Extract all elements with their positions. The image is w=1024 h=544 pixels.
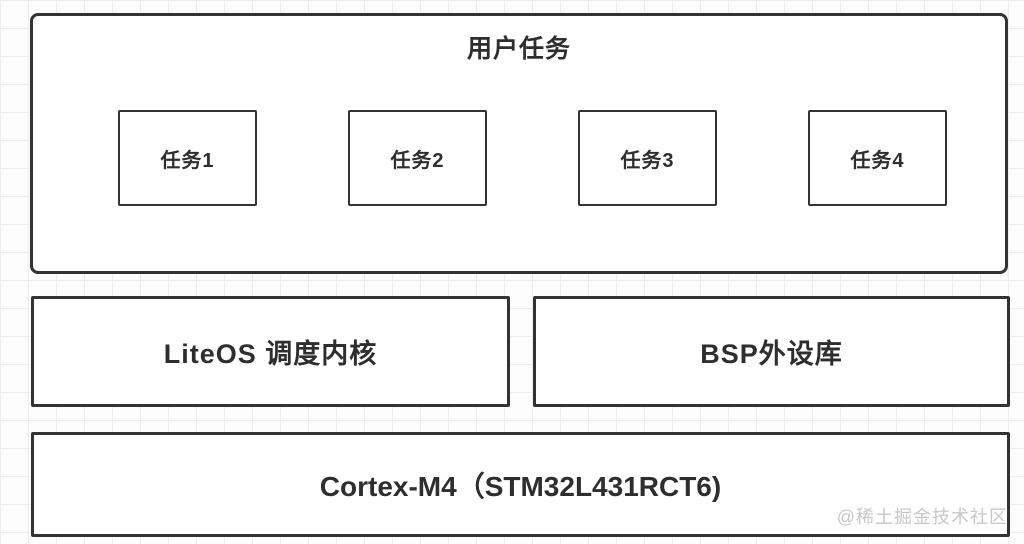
task-box-1: 任务1: [118, 110, 257, 206]
liteos-kernel-label: LiteOS 调度内核: [163, 339, 378, 369]
bsp-library-box: BSP外设库: [533, 296, 1010, 407]
user-tasks-box: 用户任务 任务1 任务2 任务3 任务4: [30, 13, 1008, 274]
bsp-library-label: BSP外设库: [700, 339, 843, 369]
task-box-4: 任务4: [808, 110, 947, 206]
task-1-label: 任务1: [160, 149, 215, 172]
user-tasks-title: 用户任务: [466, 35, 571, 63]
watermark: @稀土掘金技术社区: [836, 507, 1008, 527]
hardware-label: Cortex-M4（STM32L431RCT6): [319, 470, 722, 502]
task-box-3: 任务3: [578, 110, 717, 206]
task-box-2: 任务2: [348, 110, 487, 206]
liteos-kernel-box: LiteOS 调度内核: [31, 296, 510, 407]
task-3-label: 任务3: [620, 149, 675, 172]
hardware-box: Cortex-M4（STM32L431RCT6): [31, 432, 1010, 537]
task-2-label: 任务2: [390, 149, 445, 172]
task-4-label: 任务4: [850, 149, 905, 172]
